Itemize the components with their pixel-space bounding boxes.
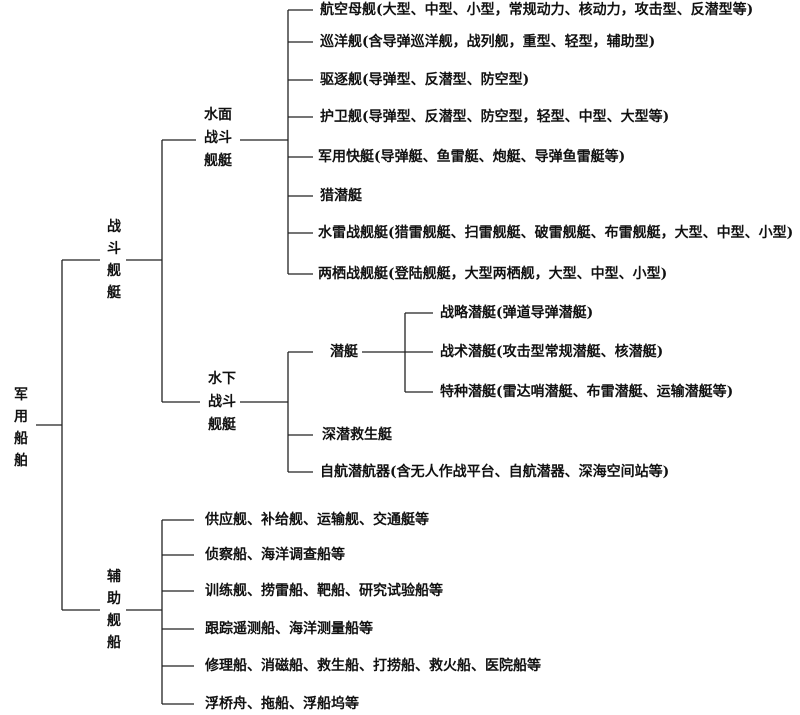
auxiliary-item: 侦察船、海洋调查船等 <box>205 547 345 563</box>
submarine-label: 潜艇 <box>330 344 358 360</box>
auxiliary-label: 辅助舰船 <box>107 569 121 651</box>
submarine-item: 战略潜艇(弹道导弹潜艇) <box>440 305 594 321</box>
underwater-combat-label: 水下 战斗 舰艇 <box>208 368 236 437</box>
label-line: 水下 <box>208 371 236 387</box>
surface-item: 猎潜艇 <box>320 188 362 204</box>
surface-item: 水雷战舰艇(猎雷舰艇、扫雷舰艇、破雷舰艇、布雷舰艇，大型、中型、小型) <box>318 225 794 241</box>
label-line: 水面 <box>204 107 232 123</box>
root-label: 军用船舶 <box>14 387 28 469</box>
auxiliary-item: 修理船、消磁船、救生船、打捞船、救火船、医院船等 <box>205 658 541 674</box>
auxiliary-item: 浮桥舟、拖船、浮船坞等 <box>205 696 359 712</box>
auxiliary-item: 训练舰、捞雷船、靶船、研究试验船等 <box>205 583 443 599</box>
surface-combat-label: 水面 战斗 舰艇 <box>204 104 232 173</box>
label-line: 战斗 <box>208 394 236 410</box>
submarine-item: 特种潜艇(雷达哨潜艇、布雷潜艇、运输潜艇等) <box>440 384 734 400</box>
combat-label: 战斗舰艇 <box>107 219 121 301</box>
surface-item: 两栖战舰艇(登陆舰艇，大型两栖舰，大型、中型、小型) <box>318 266 668 282</box>
label-line: 舰艇 <box>204 153 232 169</box>
surface-item: 巡洋舰(含导弹巡洋舰，战列舰，重型、轻型，辅助型) <box>320 34 656 50</box>
label-line: 战斗 <box>204 130 232 146</box>
surface-item: 军用快艇(导弹艇、鱼雷艇、炮艇、导弹鱼雷艇等) <box>318 149 626 165</box>
label-line: 舰艇 <box>208 417 236 433</box>
surface-item: 护卫舰(导弹型、反潜型、防空型，轻型、中型、大型等) <box>320 109 670 125</box>
underwater-item: 自航潜航器(含无人作战平台、自航潜器、深海空间站等) <box>320 464 670 480</box>
surface-item: 驱逐舰(导弹型、反潜型、防空型) <box>320 72 530 88</box>
underwater-item: 深潜救生艇 <box>322 427 392 443</box>
surface-item: 航空母舰(大型、中型、小型，常规动力、核动力，攻击型、反潜型等) <box>320 2 754 18</box>
auxiliary-item: 供应舰、补给舰、运输舰、交通艇等 <box>205 512 429 528</box>
auxiliary-item: 跟踪遥测船、海洋测量船等 <box>205 621 373 637</box>
submarine-item: 战术潜艇(攻击型常规潜艇、核潜艇) <box>440 344 664 360</box>
